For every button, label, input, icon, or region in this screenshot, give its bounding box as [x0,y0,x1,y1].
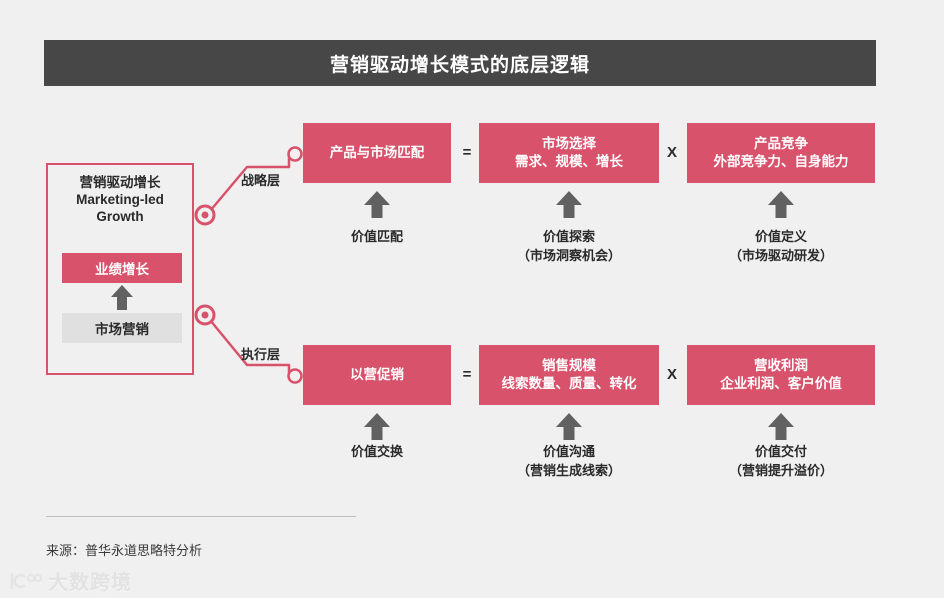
watermark: 大数跨境 [8,566,132,595]
branch-label-strategy: 战略层 [241,173,281,188]
footer-divider [46,516,356,517]
execution-caption-3: 价值交付 （营销提升溢价） [729,442,833,480]
execution-caption-2-line1: 价值沟通 [542,444,596,459]
strategy-caption-3: 价值定义 （市场驱动研发） [729,227,833,265]
execution-box-3-line2: 企业利润、客户价值 [720,376,842,391]
up-arrow-icon [109,285,135,311]
source-note: 来源：普华永道思略特分析 [46,543,203,558]
strategy-box-2-line2: 需求、规模、增长 [515,154,623,169]
panel-heading-line3: Growth [96,209,144,224]
execution-box-2: 销售规模 线索数量、质量、转化 [479,345,659,405]
execution-up-arrow-3-icon [767,413,795,441]
watermark-text: 大数跨境 [48,572,132,594]
execution-operator-2: X [666,366,677,383]
page-title-bar: 营销驱动增长模式的底层逻辑 [44,40,876,86]
strategy-caption-2-line2: （市场洞察机会） [516,248,622,263]
execution-caption-1: 价值交换 [351,442,403,461]
execution-caption-3-line1: 价值交付 [754,444,808,459]
panel-heading-line2: Marketing-led [76,192,164,207]
growth-box-label: 业绩增长 [95,262,149,277]
strategy-up-arrow-3-icon [767,191,795,219]
strategy-caption-1: 价值匹配 [351,227,403,246]
execution-caption-2-line2: （营销生成线索） [516,463,622,478]
execution-caption-1-line1: 价值交换 [350,444,404,459]
strategy-up-arrow-1-icon [363,191,391,219]
execution-box-1: 以营促销 [303,345,451,405]
strategy-box-2-line1: 市场选择 [542,136,596,151]
marketing-box-label: 市场营销 [95,322,149,337]
panel-heading: 营销驱动增长 Marketing-led Growth [48,174,192,225]
strategy-caption-3-line1: 价值定义 [754,229,808,244]
execution-operator-1: = [462,366,472,383]
execution-box-2-line2: 线索数量、质量、转化 [501,376,637,391]
strategy-caption-3-line2: （市场驱动研发） [728,248,834,263]
strategy-caption-2: 价值探索 （市场洞察机会） [517,227,621,265]
watermark-logo-icon [10,572,42,589]
execution-box-3-line1: 营收利润 [754,358,808,373]
execution-box-1-line1: 以营促销 [350,367,404,382]
strategy-caption-1-line1: 价值匹配 [350,229,404,244]
execution-caption-2: 价值沟通 （营销生成线索） [517,442,621,480]
execution-box-2-line1: 销售规模 [542,358,596,373]
strategy-box-3: 产品竞争 外部竞争力、自身能力 [687,123,875,183]
growth-box: 业绩增长 [62,253,182,283]
execution-caption-3-line2: （营销提升溢价） [728,463,834,478]
strategy-operator-2: X [666,144,677,161]
marketing-box: 市场营销 [62,313,182,343]
page-title: 营销驱动增长模式的底层逻辑 [329,54,590,76]
execution-up-arrow-1-icon [363,413,391,441]
strategy-box-2: 市场选择 需求、规模、增长 [479,123,659,183]
marketing-led-growth-panel: 营销驱动增长 Marketing-led Growth 业绩增长 市场营销 [46,163,194,375]
execution-up-arrow-2-icon [555,413,583,441]
strategy-caption-2-line1: 价值探索 [542,229,596,244]
strategy-box-1-line1: 产品与市场匹配 [329,145,425,160]
strategy-box-3-line1: 产品竞争 [754,136,808,151]
strategy-box-3-line2: 外部竞争力、自身能力 [713,154,849,169]
strategy-operator-1: = [462,144,472,161]
strategy-up-arrow-2-icon [555,191,583,219]
branch-label-execution: 执行层 [241,347,281,362]
strategy-box-1: 产品与市场匹配 [303,123,451,183]
panel-heading-line1: 营销驱动增长 [79,175,161,190]
execution-box-3: 营收利润 企业利润、客户价值 [687,345,875,405]
